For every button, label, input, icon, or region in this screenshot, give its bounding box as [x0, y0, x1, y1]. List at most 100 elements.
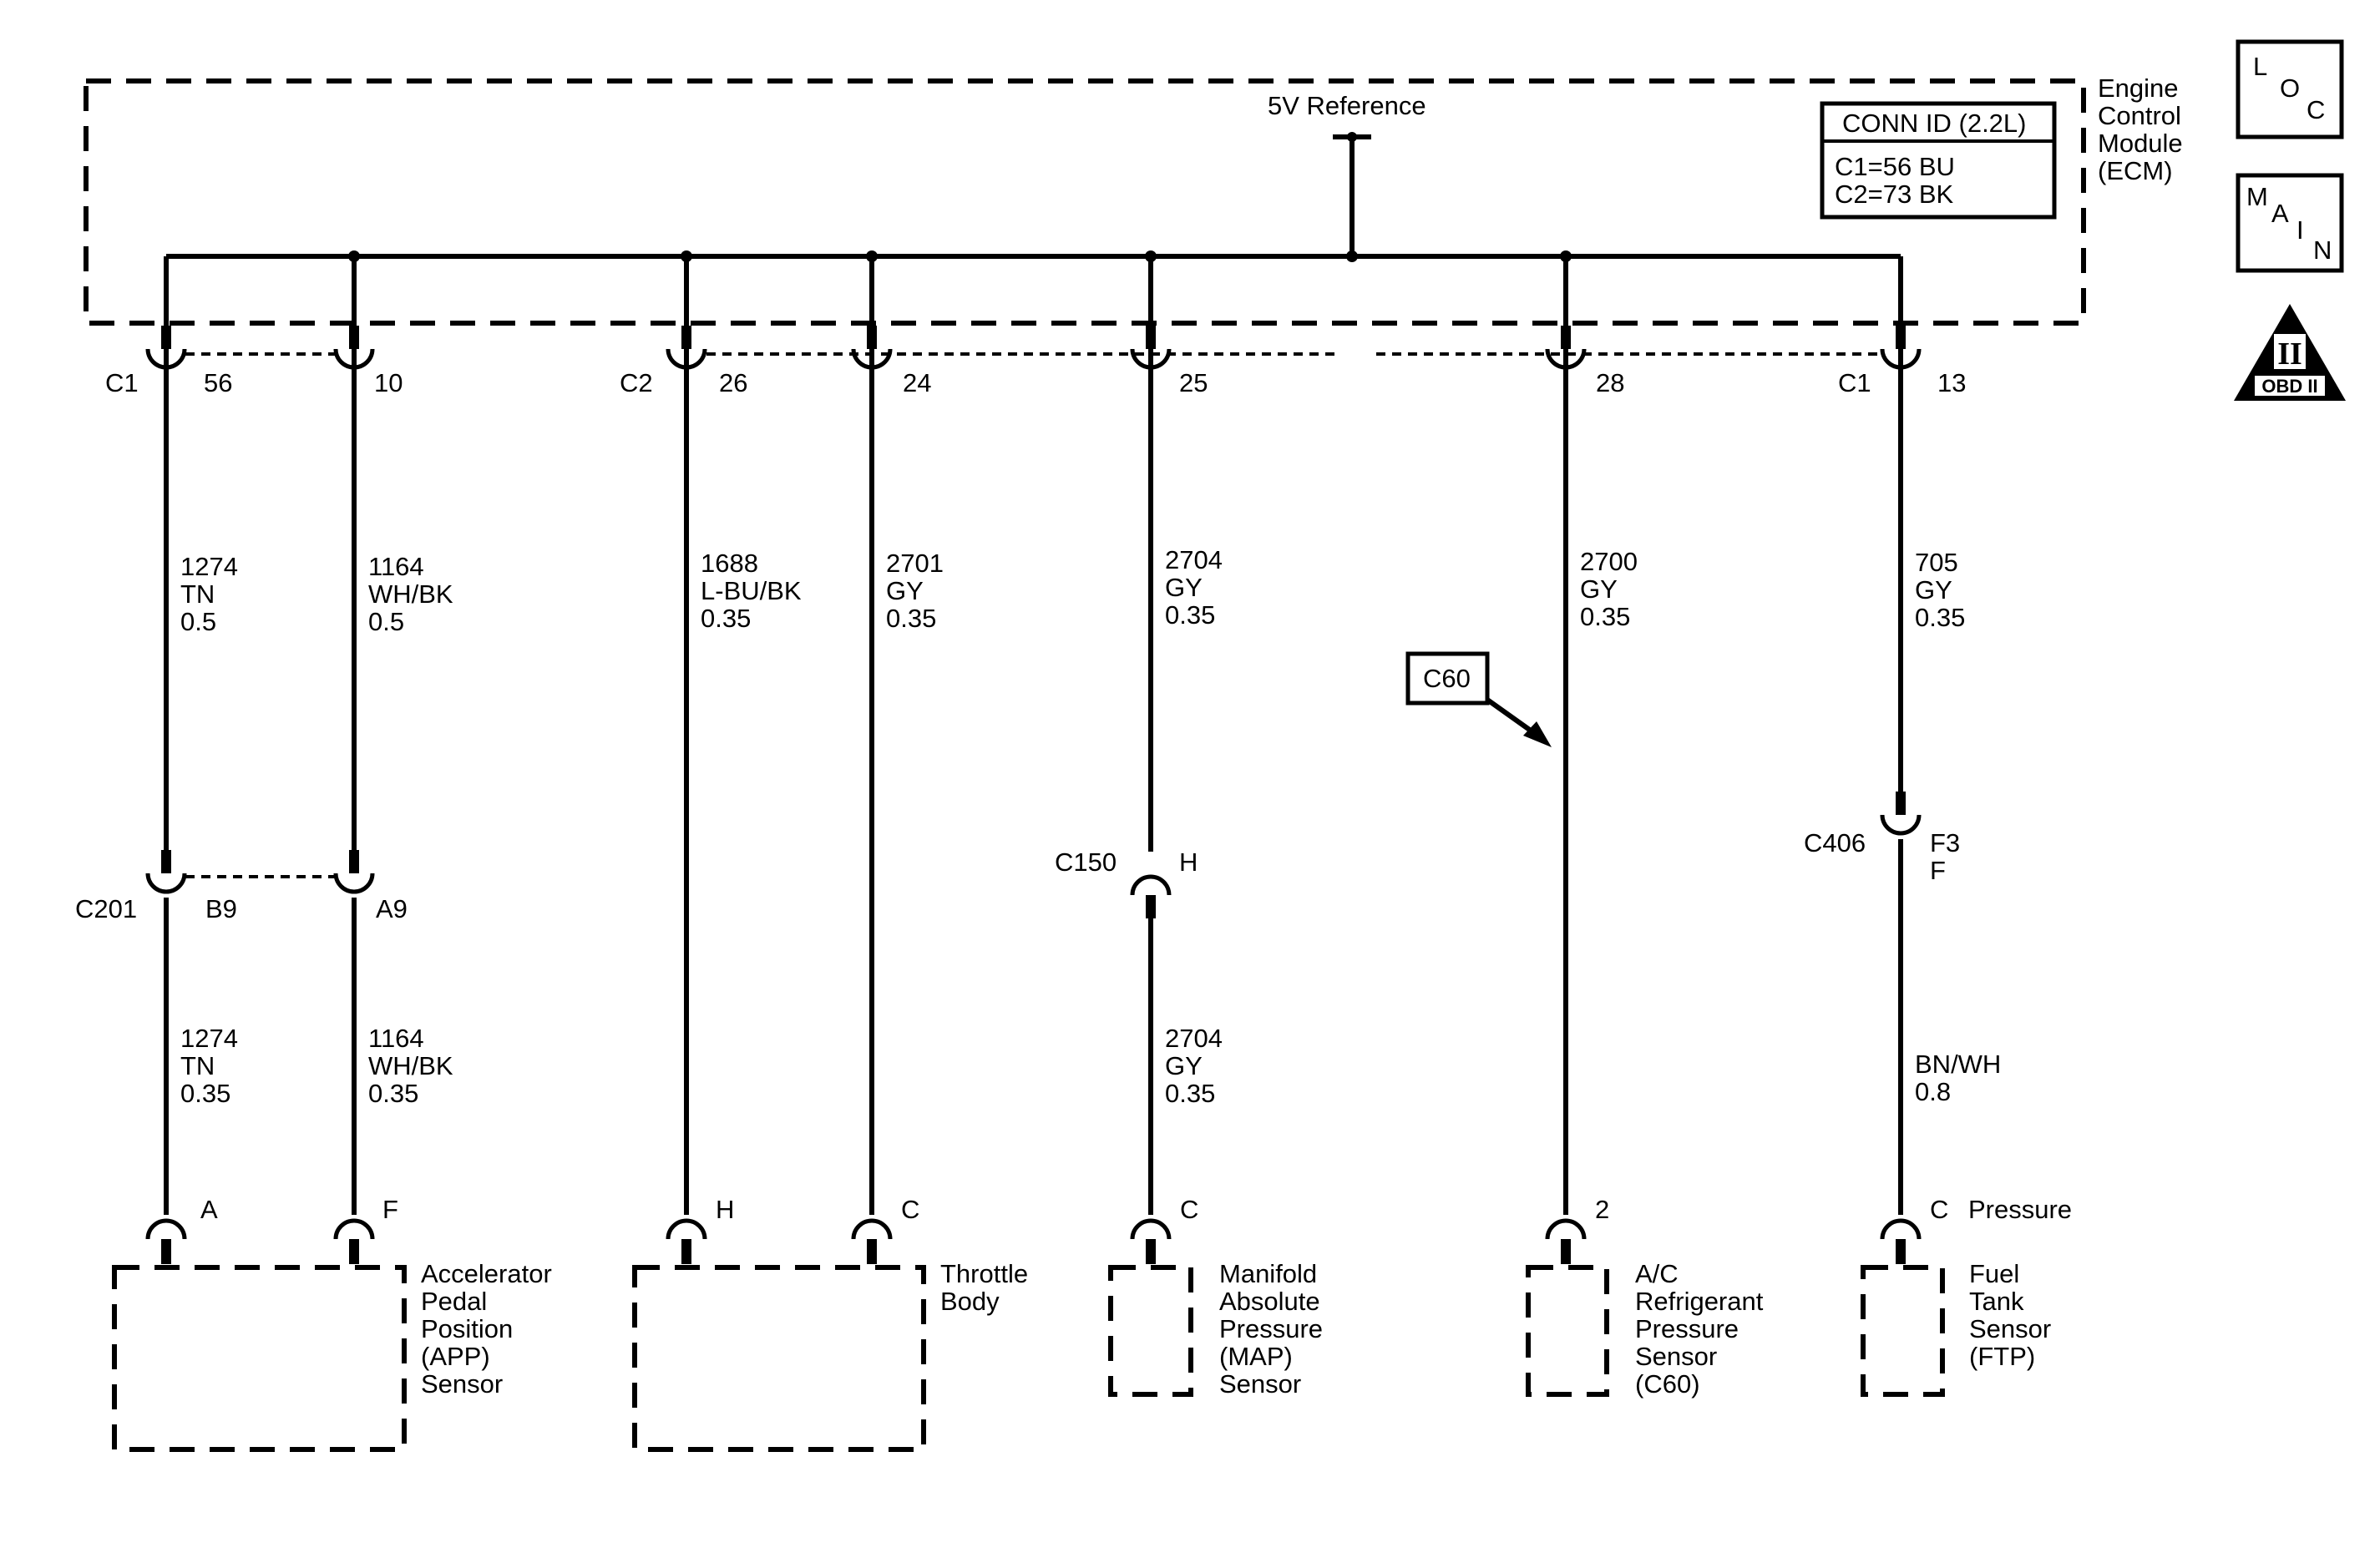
wire-gauge: 0.35 [180, 1079, 230, 1108]
name-line: Accelerator [421, 1259, 552, 1288]
name-line: Refrigerant [1635, 1287, 1764, 1316]
ecm-pin-labels: C1 56 10 C2 26 24 25 28 C1 13 [105, 368, 1966, 397]
wire-label: 1274 TN 0.35 [180, 1024, 246, 1108]
map-sensor-name: Manifold Absolute Pressure (MAP) Sensor [1219, 1259, 1330, 1399]
wire-color: BN/WH [1915, 1050, 2001, 1079]
wire-gauge: 0.35 [1165, 1079, 1215, 1108]
ecm-name-line: (ECM) [2098, 156, 2173, 185]
component-pin: H [716, 1195, 734, 1224]
c150-terminal [1146, 895, 1156, 918]
obd-ii-icon[interactable]: II OBD II [2234, 304, 2346, 401]
conn-id-box: CONN ID (2.2L) C1=56 BU C2=73 BK [1820, 101, 2057, 220]
name-line: Pedal [421, 1287, 487, 1316]
loc-icon-letter: L [2253, 52, 2267, 81]
main-icon-letter: A [2271, 199, 2289, 228]
c201-cup [333, 873, 375, 894]
wire-label: BN/WH 0.8 [1915, 1050, 2008, 1106]
wire-circuit: 1274 [180, 552, 238, 581]
wire-label: 2704 GY 0.35 [1165, 545, 1230, 630]
loc-icon-frame [2236, 39, 2344, 139]
name-line: Absolute [1219, 1287, 1320, 1316]
wire-color: TN [180, 579, 215, 609]
name-line: Sensor [1219, 1369, 1301, 1399]
ftp-sensor-box [1861, 1265, 1945, 1397]
wire-circuit: 1164 [368, 552, 424, 581]
component-pin-labels: A F H C C 2 C Pressure [200, 1195, 2072, 1224]
ftp-sensor-name: Fuel Tank Sensor (FTP) [1969, 1259, 2058, 1371]
conn-id-frame [1820, 101, 2057, 220]
name-line: (FTP) [1969, 1342, 2035, 1371]
app-sensor-box [112, 1265, 407, 1452]
conn-id-line: C2=73 BK [1835, 180, 1954, 209]
main-icon-letter: M [2246, 182, 2268, 211]
wire-circuit: 1164 [368, 1024, 424, 1053]
wire-color: L-BU/BK [701, 576, 802, 605]
ecm-connectors [145, 326, 1922, 370]
c60-arrow-line [1486, 697, 1538, 737]
main-icon-frame [2236, 173, 2344, 273]
name-line: Pressure [1635, 1314, 1739, 1343]
component-terminal [1896, 1239, 1906, 1264]
component-pin: C [901, 1195, 919, 1224]
wire-circuit: 2704 [1165, 545, 1223, 574]
throttle-body-name: Throttle Body [940, 1259, 1036, 1316]
c60-callout-label: C60 [1423, 664, 1471, 693]
wire-label: 2701 GY 0.35 [886, 549, 951, 633]
throttle-body-box [632, 1265, 926, 1452]
ecm-pin-number: 10 [374, 368, 403, 397]
c201-pin: B9 [205, 894, 237, 923]
wire-gauge: 0.35 [886, 604, 936, 633]
name-line: (C60) [1635, 1369, 1700, 1399]
main-icon-letter: N [2313, 235, 2332, 265]
wire-color: GY [886, 576, 923, 605]
wire-gauge: 0.35 [1580, 602, 1630, 631]
c60-callout: C60 [1405, 651, 1552, 747]
wire-circuit: 2700 [1580, 547, 1638, 576]
c406-cup [1880, 814, 1922, 836]
main-icon[interactable]: M A I N [2236, 173, 2344, 273]
wire-circuit: 2701 [886, 549, 944, 578]
ac-pressure-sensor-box [1526, 1265, 1609, 1397]
c150-pin: H [1179, 847, 1198, 877]
name-line: Tank [1969, 1287, 2024, 1316]
wire-gauge: 0.8 [1915, 1077, 1951, 1106]
obd-numeral-box [2274, 334, 2306, 369]
ecm-pin-number: 25 [1179, 368, 1208, 397]
name-line: Pressure [1219, 1314, 1323, 1343]
wire-circuit: 1688 [701, 549, 758, 578]
ecm-pin-number: 28 [1596, 368, 1624, 397]
wire-label: 705 GY 0.35 [1915, 548, 1965, 632]
wire-circuit: 1274 [180, 1024, 238, 1053]
map-sensor-box [1108, 1265, 1193, 1397]
obd-label-box [2255, 376, 2325, 396]
component-names: Accelerator Pedal Position (APP) Sensor … [421, 1259, 2058, 1399]
ecm-name-line: Engine [2098, 73, 2179, 103]
component-cup [333, 1218, 375, 1240]
name-line: Manifold [1219, 1259, 1317, 1288]
name-line: Sensor [1969, 1314, 2051, 1343]
c201-pin: A9 [376, 894, 408, 923]
reference-node [1347, 132, 1357, 142]
wire-color: GY [1915, 575, 1952, 604]
wire-circuit: 2704 [1165, 1024, 1223, 1053]
name-line: A/C [1635, 1259, 1679, 1288]
name-line: (MAP) [1219, 1342, 1293, 1371]
wire-color: GY [1580, 574, 1617, 604]
wire-gauge: 0.5 [180, 607, 216, 636]
ecm-name: Engine Control Module (ECM) [2098, 73, 2190, 185]
wire-color: TN [180, 1051, 215, 1080]
ecm-name-line: Module [2098, 129, 2183, 158]
component-cup [666, 1218, 707, 1240]
wire-circuit: 705 [1915, 548, 1958, 577]
component-terminal [161, 1239, 171, 1264]
component-cup [145, 1218, 187, 1240]
component-cup [1130, 1218, 1172, 1240]
main-icon-letter: I [2296, 215, 2304, 245]
name-line: Body [940, 1287, 1000, 1316]
name-line: Position [421, 1314, 513, 1343]
c150-name: C150 [1055, 847, 1117, 877]
ecm-connector-id: C1 [1838, 368, 1871, 397]
name-line: (APP) [421, 1342, 490, 1371]
c406-terminal [1896, 792, 1906, 815]
loc-icon[interactable]: L O C [2236, 39, 2344, 139]
